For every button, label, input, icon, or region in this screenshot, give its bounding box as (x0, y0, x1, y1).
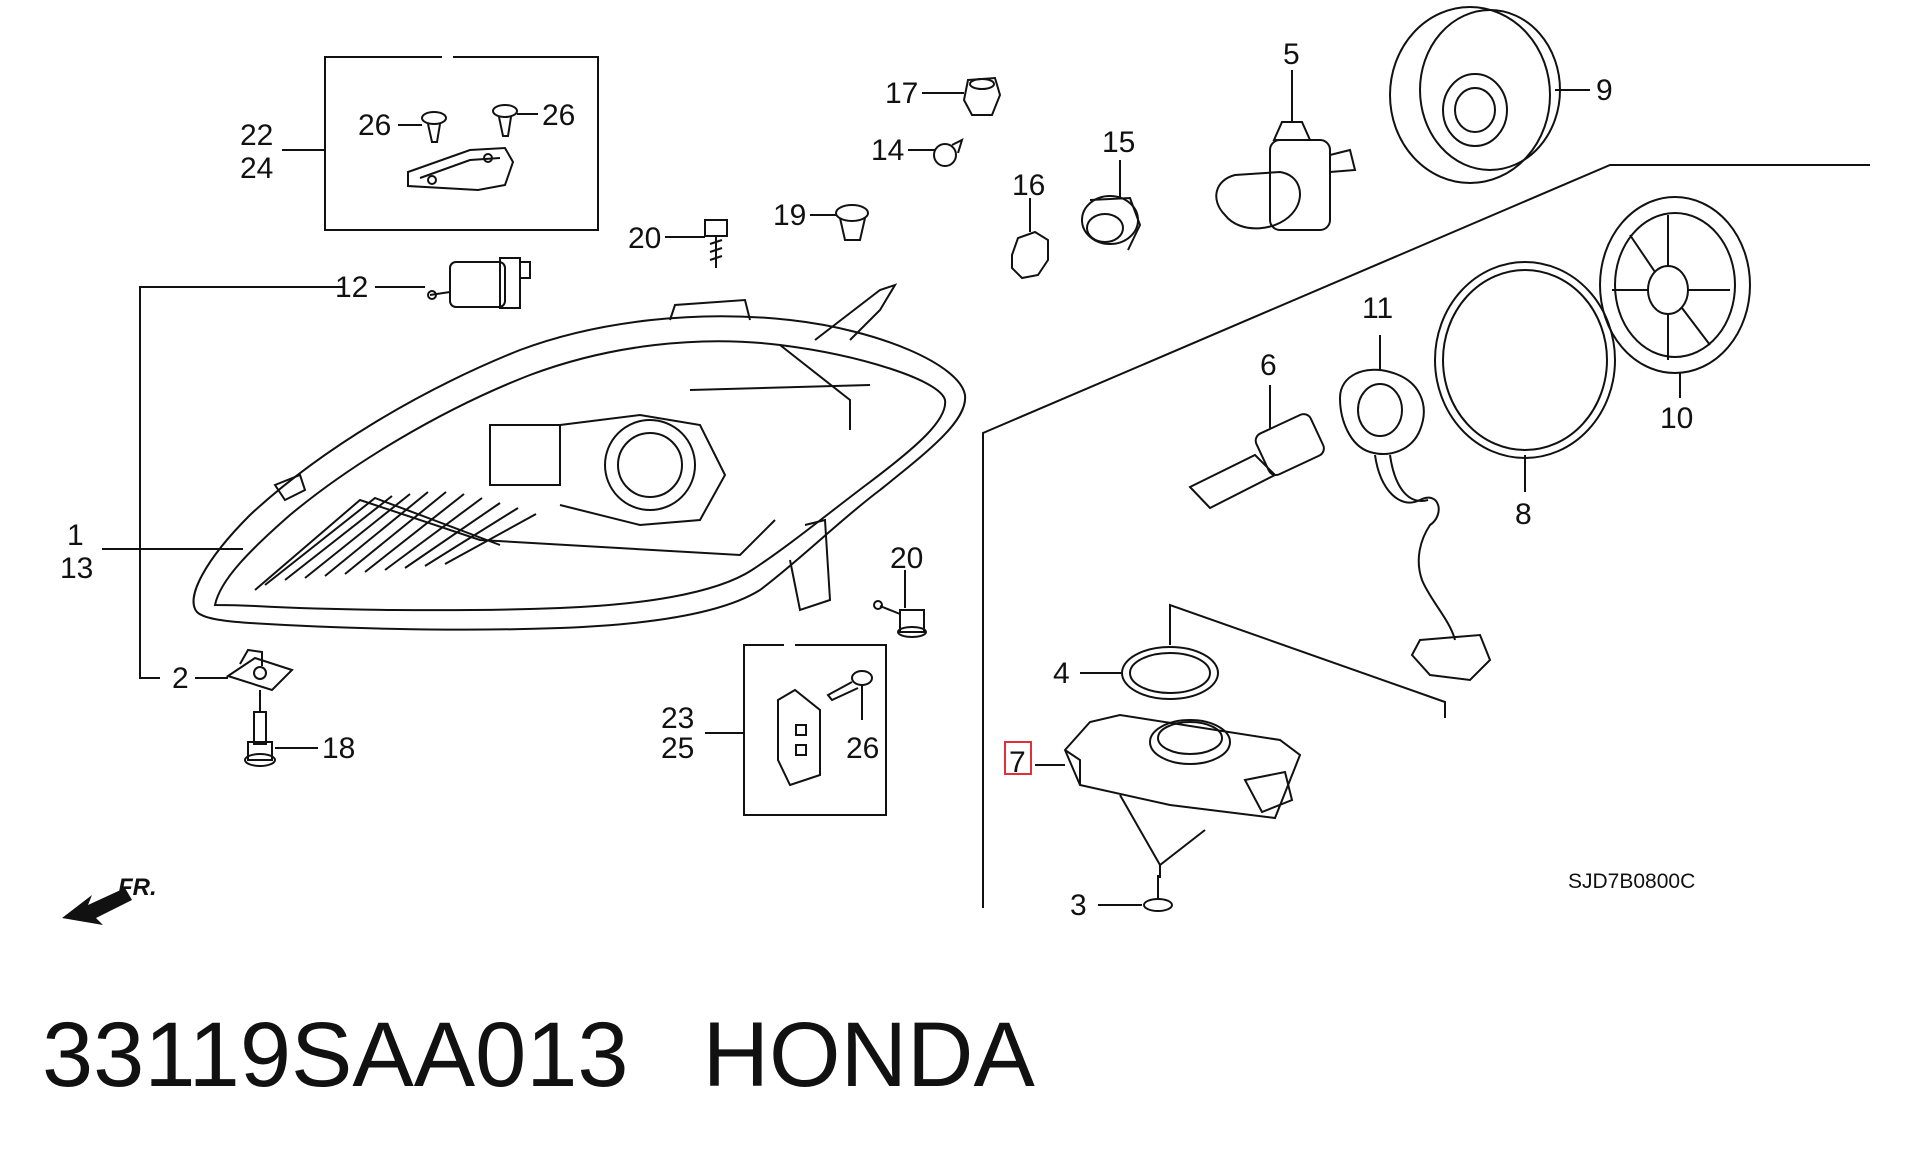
seal-ring-4-part (1080, 646, 1219, 700)
callout-10: 10 (1660, 402, 1693, 435)
callout-20-upper: 20 (628, 222, 661, 255)
callout-13: 13 (60, 552, 93, 585)
callout-18: 18 (322, 732, 355, 765)
callout-7: 7 (1009, 746, 1026, 779)
callout-11: 11 (1362, 292, 1393, 325)
gasket-ring-8-part (1434, 261, 1616, 492)
headlight-mount-bracket-part (407, 146, 515, 192)
screw-26-left (398, 111, 447, 143)
bracket-kit-box-22-24 (282, 56, 599, 231)
rear-cover-10-part (1599, 196, 1751, 398)
callout-1: 1 (67, 519, 84, 552)
socket-17-part (922, 76, 1002, 116)
bolt-20-upper-part (704, 219, 728, 268)
brand-name: HONDA (702, 1004, 1035, 1106)
callout-15: 15 (1102, 126, 1135, 159)
bracket-kit-box-23-25 (705, 644, 887, 816)
screw-26-right (492, 104, 538, 137)
hid-section-divider (982, 164, 1870, 908)
dust-cap-9-part (1389, 6, 1590, 184)
side-bracket-part (777, 688, 821, 787)
bulb-6-part (1188, 385, 1325, 510)
leader-bracket-4-11 (1169, 603, 1446, 718)
leader-bracket-12-2 (139, 286, 345, 679)
bolt-18-part (244, 711, 276, 767)
callout-5: 5 (1283, 38, 1300, 71)
socket-15-part (1081, 160, 1142, 251)
callout-20-lower: 20 (890, 542, 923, 575)
callout-19: 19 (773, 199, 806, 232)
callout-3: 3 (1070, 889, 1087, 922)
callout-22: 22 (240, 119, 273, 152)
bulb-16-part (1011, 198, 1049, 280)
callout-26-top-left: 26 (358, 109, 391, 142)
callout-24: 24 (240, 152, 273, 185)
halogen-bulb-5-part (1215, 70, 1357, 231)
leveling-motor-12-part (427, 257, 531, 309)
callout-26-box-lower: 26 (846, 732, 879, 765)
hid-ballast-7-part (1035, 713, 1302, 867)
callout-12: 12 (335, 271, 368, 304)
screw-3-part (1098, 865, 1173, 912)
callout-25: 25 (661, 732, 694, 765)
callout-9: 9 (1596, 74, 1613, 107)
clip-19-part (810, 204, 869, 241)
headlight-assembly-part (192, 283, 967, 631)
callout-4: 4 (1053, 657, 1070, 690)
screw-26-box-lower (826, 670, 873, 720)
callout-2: 2 (172, 662, 189, 695)
bulb-14-part (908, 138, 964, 167)
callout-labels: 1 13 2 18 22 24 26 26 12 20 20 17 14 19 … (60, 38, 1695, 922)
hid-socket-11-part (1338, 335, 1492, 682)
callout-17: 17 (885, 77, 918, 110)
callout-23: 23 (661, 702, 694, 735)
part-number-footer: 33119SAA013 HONDA (42, 1000, 1035, 1110)
bolt-20-lower-part (873, 600, 927, 638)
callout-16: 16 (1012, 169, 1045, 202)
callout-6: 6 (1260, 349, 1277, 382)
diagram-code: SJD7B0800C (1568, 870, 1695, 893)
callout-8: 8 (1515, 498, 1532, 531)
callout-14: 14 (871, 134, 904, 167)
front-direction-label: FR. (118, 874, 157, 901)
clip-2-part (225, 648, 294, 692)
front-direction-arrow-icon (62, 888, 132, 925)
part-number: 33119SAA013 (42, 1004, 629, 1106)
callout-26-top-right: 26 (542, 99, 575, 132)
highlight-box-7 (1004, 741, 1032, 775)
